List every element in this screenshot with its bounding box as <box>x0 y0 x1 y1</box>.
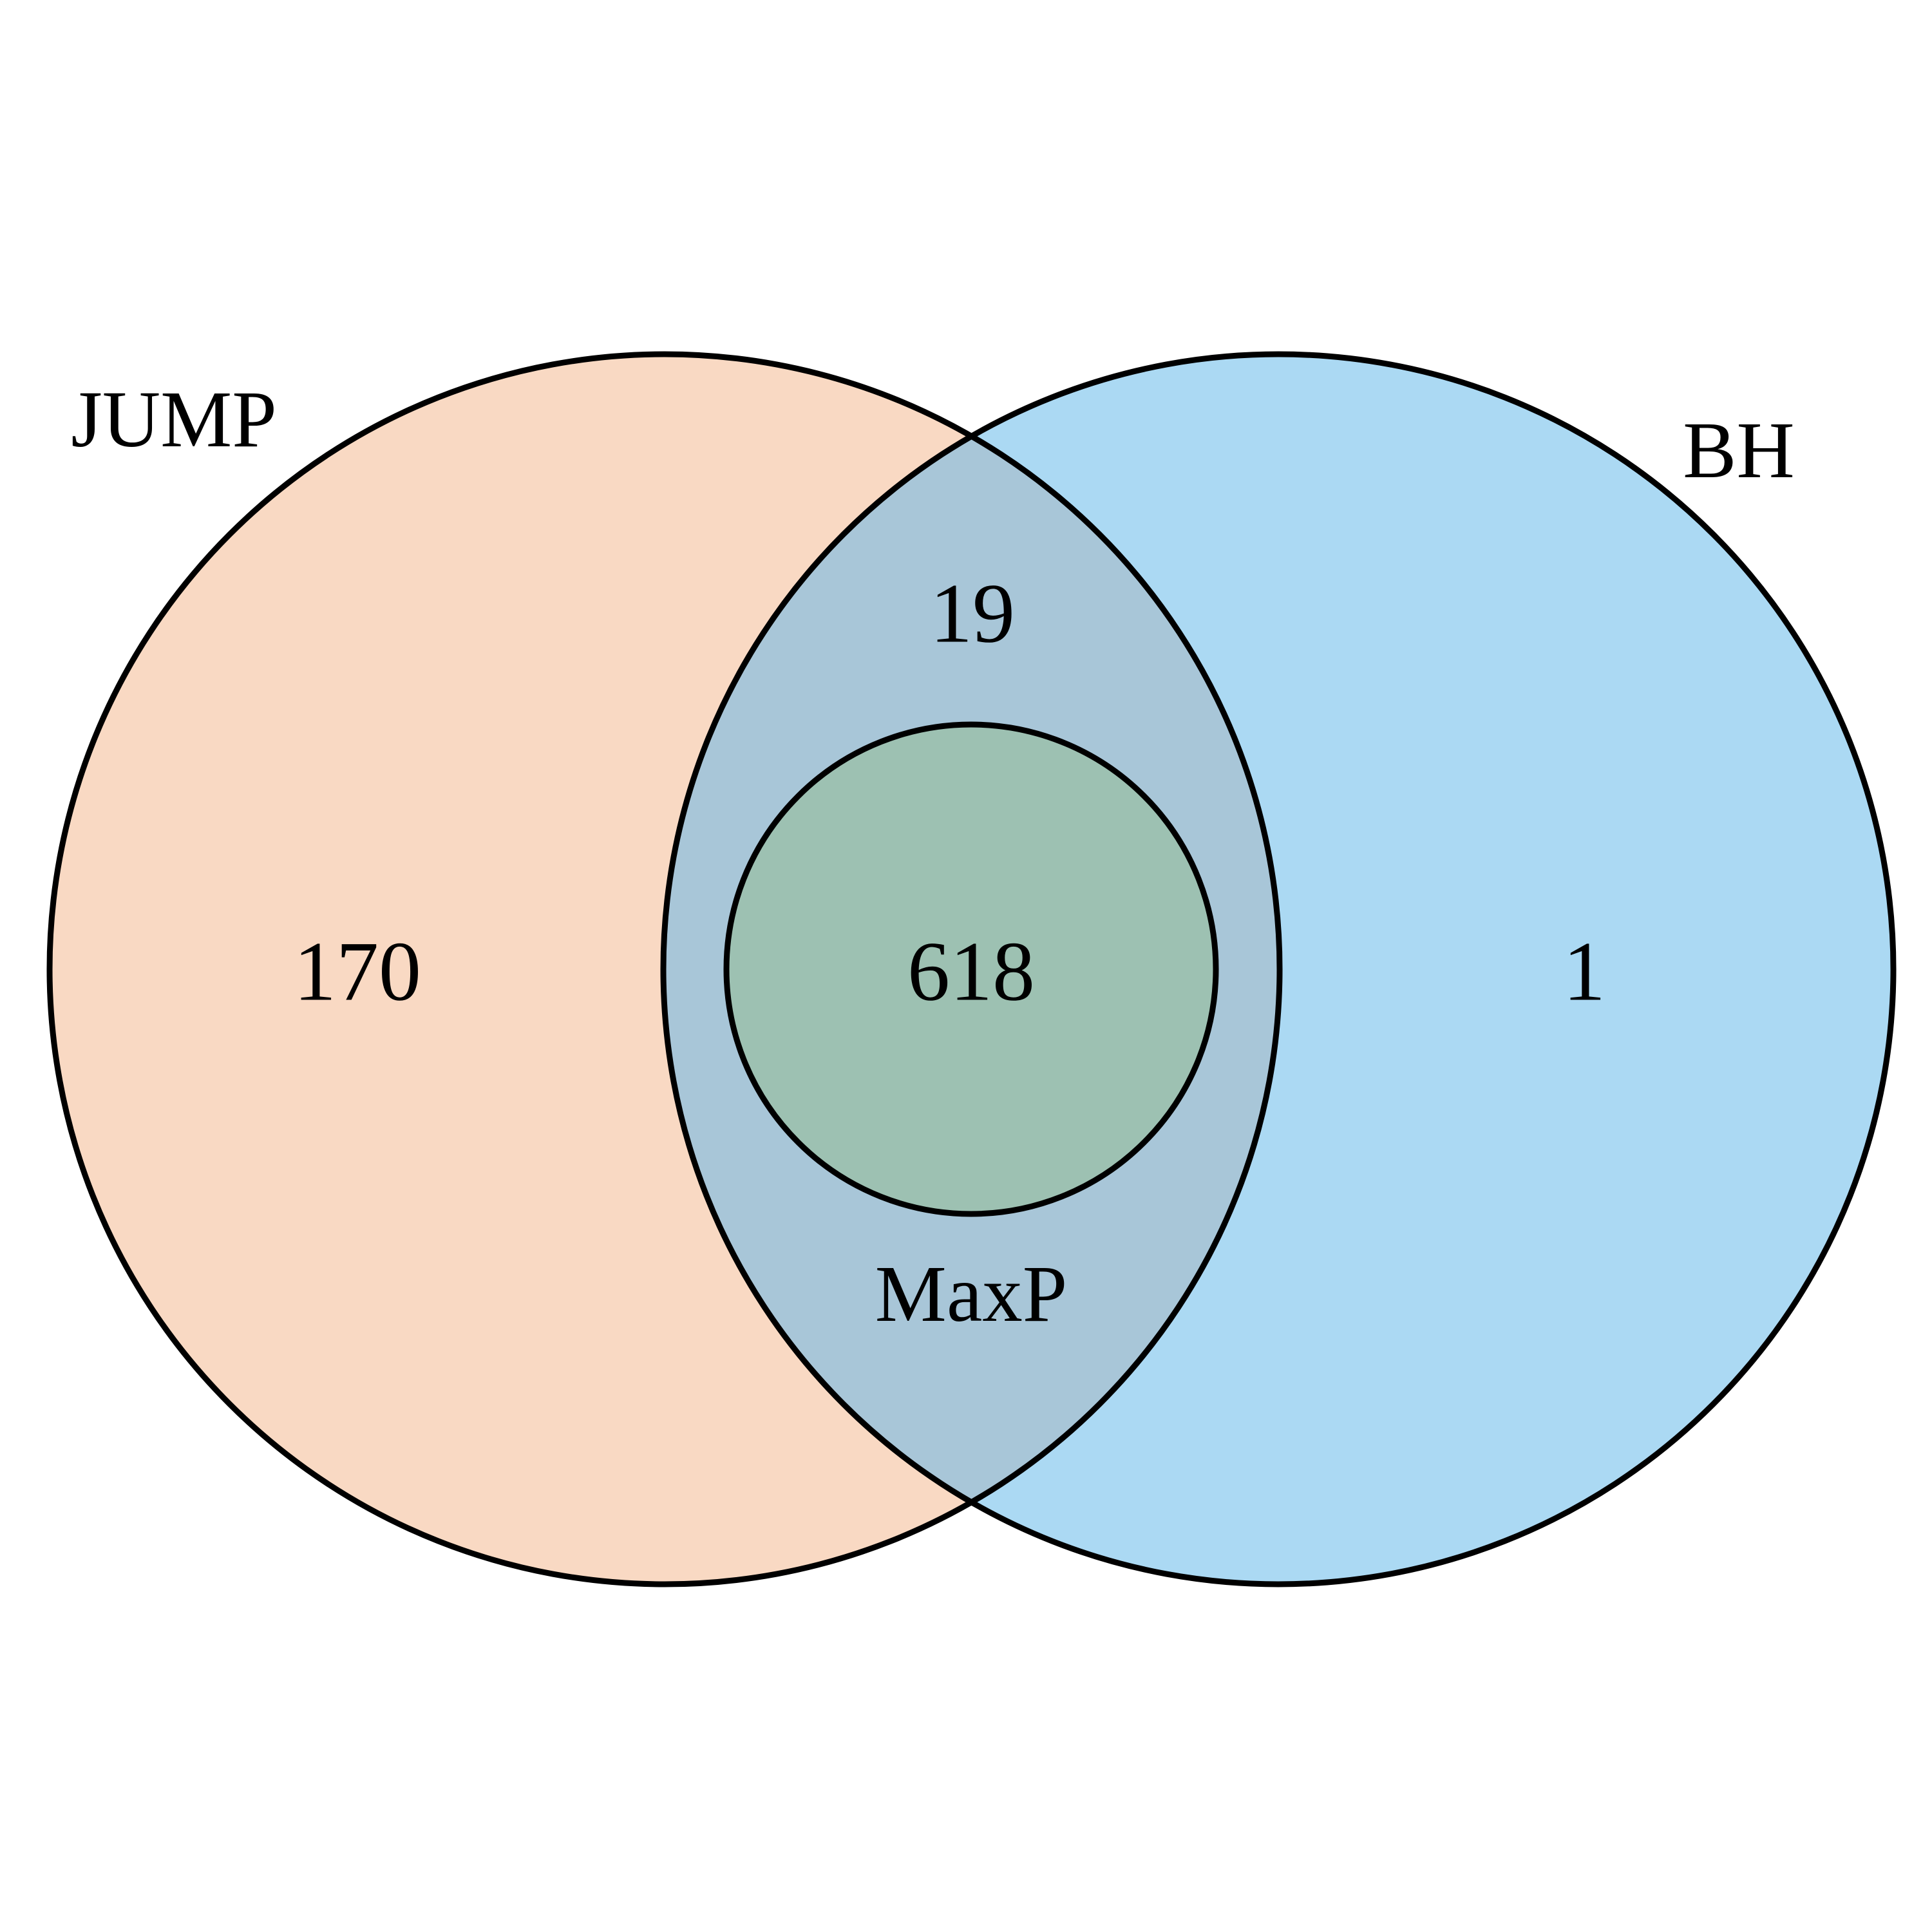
maxp-circle-outline <box>723 721 1219 1217</box>
jump-bh-overlap-count: 19 <box>930 566 1015 661</box>
bh-circle-outline <box>660 351 1897 1587</box>
bh-set-label: BH <box>1683 406 1795 495</box>
maxp-count: 618 <box>907 924 1035 1019</box>
maxp-set-label: MaxP <box>875 1250 1068 1339</box>
jump-circle-outline <box>46 351 1283 1587</box>
maxp-circle-fill <box>726 724 1216 1214</box>
jump-set-label: JUMP <box>71 375 277 464</box>
bh-only-count: 1 <box>1563 924 1605 1019</box>
jump-only-count: 170 <box>294 924 421 1019</box>
